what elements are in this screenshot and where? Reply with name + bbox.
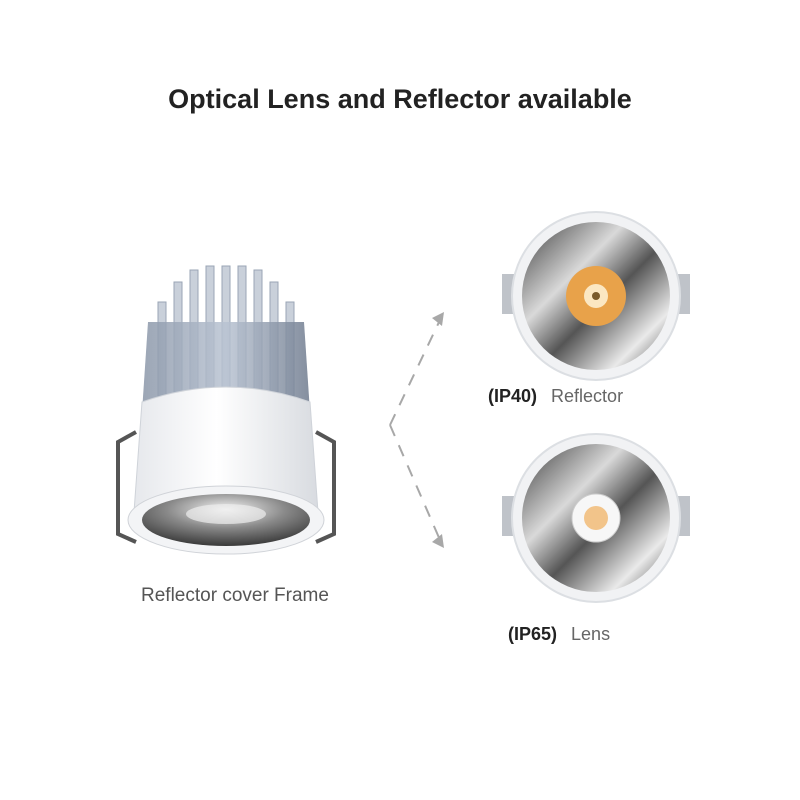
option-name: Reflector — [551, 386, 624, 406]
main-product-caption: Reflector cover Frame — [141, 585, 329, 606]
downlight-icon — [116, 265, 336, 555]
reflector-view-icon — [502, 211, 690, 381]
option-label-lens: (IP65) Lens — [508, 624, 610, 645]
lens-view-icon — [502, 433, 690, 603]
option-label-reflector: (IP40) Reflector — [488, 386, 623, 407]
dashed-arrows-icon — [389, 312, 444, 548]
option-name: Lens — [571, 624, 611, 644]
page-title: Optical Lens and Reflector available — [168, 84, 632, 114]
ip-rating: (IP40) — [488, 386, 538, 406]
ip-rating: (IP65) — [508, 624, 558, 644]
